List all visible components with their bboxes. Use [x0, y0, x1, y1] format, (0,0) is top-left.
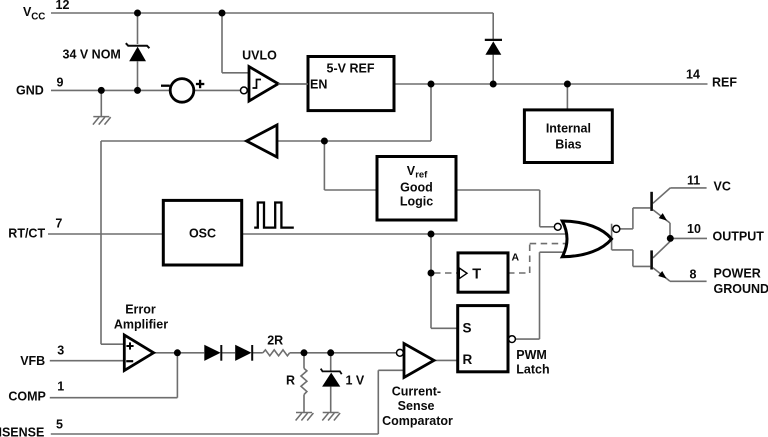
svg-text:ref: ref — [415, 169, 428, 180]
svg-text:UVLO: UVLO — [242, 49, 277, 63]
svg-text:PWM: PWM — [516, 348, 547, 362]
svg-text:V: V — [23, 5, 32, 19]
svg-text:R: R — [463, 352, 473, 367]
svg-text:Bias: Bias — [555, 137, 581, 151]
svg-text:3: 3 — [57, 344, 64, 358]
svg-text:A: A — [512, 251, 520, 263]
svg-text:Good: Good — [400, 181, 433, 195]
svg-text:5: 5 — [56, 417, 63, 431]
svg-text:11: 11 — [687, 173, 700, 187]
svg-text:CC: CC — [31, 12, 45, 23]
svg-text:7: 7 — [55, 217, 62, 231]
svg-text:5-V REF: 5-V REF — [327, 61, 375, 75]
svg-text:14: 14 — [686, 68, 700, 82]
svg-text:OUTPUT: OUTPUT — [713, 229, 765, 243]
svg-text:Comparator: Comparator — [382, 414, 453, 428]
svg-text:1 V: 1 V — [346, 374, 365, 388]
svg-text:9: 9 — [57, 75, 64, 89]
svg-text:POWER: POWER — [714, 267, 761, 281]
svg-text:Amplifier: Amplifier — [114, 318, 168, 332]
svg-text:V: V — [407, 164, 416, 178]
svg-text:10: 10 — [687, 222, 701, 236]
svg-text:8: 8 — [690, 268, 697, 282]
svg-text:EN: EN — [310, 78, 327, 92]
svg-text:COMP: COMP — [8, 389, 46, 403]
svg-text:Latch: Latch — [516, 362, 549, 376]
svg-text:R: R — [286, 374, 295, 388]
svg-text:12: 12 — [56, 0, 70, 12]
svg-text:OSC: OSC — [189, 226, 216, 240]
svg-text:T: T — [472, 266, 481, 282]
svg-text:1: 1 — [57, 379, 64, 393]
svg-text:GND: GND — [16, 84, 44, 98]
svg-text:Sense: Sense — [398, 399, 435, 413]
svg-text:ISENSE: ISENSE — [0, 425, 44, 437]
svg-text:Current-: Current- — [392, 385, 441, 399]
svg-text:S: S — [463, 321, 472, 336]
svg-text:2R: 2R — [267, 333, 283, 347]
svg-text:Internal: Internal — [546, 121, 591, 135]
svg-text:34 V NOM: 34 V NOM — [63, 48, 121, 62]
svg-text:VFB: VFB — [20, 354, 45, 368]
svg-text:REF: REF — [712, 76, 737, 90]
svg-text:GROUND: GROUND — [714, 282, 768, 296]
svg-text:Error: Error — [125, 302, 156, 316]
svg-text:VC: VC — [714, 180, 731, 194]
svg-text:Logic: Logic — [400, 195, 433, 209]
svg-text:RT/CT: RT/CT — [8, 226, 45, 240]
